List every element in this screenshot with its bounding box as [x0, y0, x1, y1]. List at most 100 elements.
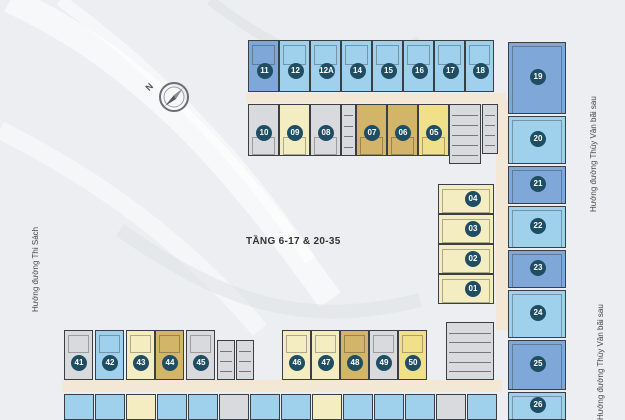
unit-number-badge: 45	[193, 355, 209, 371]
unit-room-outline	[283, 45, 306, 65]
unit-number-badge: 12A	[318, 63, 335, 79]
unit-01[interactable]: 01	[438, 274, 494, 304]
unit-42[interactable]: 42	[95, 330, 124, 380]
unit-12[interactable]: 12	[279, 40, 310, 92]
service-core-top	[341, 104, 356, 156]
unit-partial[interactable]	[64, 394, 94, 420]
unit-room-outline	[68, 335, 89, 353]
unit-room-outline	[407, 45, 430, 65]
unit-number-badge: 05	[426, 125, 442, 141]
stair-step	[449, 371, 491, 373]
unit-04[interactable]: 04	[438, 184, 494, 214]
unit-21[interactable]: 21	[508, 166, 566, 204]
street-label-thi-sach: Hướng đường Thi Sách	[31, 226, 40, 312]
service-core-bottom-a	[217, 340, 235, 380]
unit-partial[interactable]	[312, 394, 342, 420]
unit-partial[interactable]	[126, 394, 156, 420]
unit-26[interactable]: 26	[508, 392, 566, 420]
unit-17[interactable]: 17	[434, 40, 465, 92]
unit-09[interactable]: 09	[279, 104, 310, 156]
unit-08[interactable]: 08	[310, 104, 341, 156]
unit-number-badge: 25	[530, 356, 546, 372]
stair-step	[452, 125, 478, 126]
unit-10[interactable]: 10	[248, 104, 279, 156]
unit-43[interactable]: 43	[126, 330, 155, 380]
unit-03[interactable]: 03	[438, 214, 494, 244]
unit-46[interactable]: 46	[282, 330, 311, 380]
unit-number-badge: 22	[530, 218, 546, 234]
unit-14[interactable]: 14	[341, 40, 372, 92]
unit-50[interactable]: 50	[398, 330, 427, 380]
stair-step	[485, 135, 495, 136]
stair-step	[449, 361, 491, 363]
unit-number-badge: 11	[256, 63, 273, 79]
unit-room-outline	[373, 335, 394, 353]
unit-15[interactable]: 15	[372, 40, 403, 92]
stair-step	[452, 145, 478, 146]
stair-step	[485, 145, 495, 146]
unit-partial[interactable]	[467, 394, 497, 420]
unit-49[interactable]: 49	[369, 330, 398, 380]
unit-number-badge: 12	[287, 63, 304, 79]
unit-room-outline	[190, 335, 211, 353]
unit-number-badge: 49	[376, 355, 392, 371]
unit-partial[interactable]	[250, 394, 280, 420]
unit-partial[interactable]	[343, 394, 373, 420]
unit-partial[interactable]	[374, 394, 404, 420]
unit-07[interactable]: 07	[356, 104, 387, 156]
unit-partial[interactable]	[188, 394, 218, 420]
street-label-thuy-van-lower: Hướng đường Thùy Vân bãi sau	[596, 304, 605, 420]
unit-number-badge: 09	[287, 125, 303, 141]
unit-05[interactable]: 05	[418, 104, 449, 156]
unit-room-outline	[512, 46, 562, 113]
unit-number-badge: 47	[318, 355, 334, 371]
unit-number-badge: 26	[530, 397, 546, 413]
unit-room-outline	[512, 120, 562, 163]
unit-48[interactable]: 48	[340, 330, 369, 380]
unit-19[interactable]: 19	[508, 42, 566, 114]
unit-16[interactable]: 16	[403, 40, 434, 92]
unit-room-outline	[286, 335, 307, 353]
unit-partial[interactable]	[157, 394, 187, 420]
unit-11[interactable]: 11	[248, 40, 279, 92]
unit-room-outline	[402, 335, 423, 353]
unit-partial[interactable]	[281, 394, 311, 420]
unit-number-badge: 02	[465, 251, 481, 267]
corridor-bottom	[62, 380, 502, 392]
unit-number-badge: 44	[162, 355, 178, 371]
unit-number-badge: 08	[318, 125, 334, 141]
unit-number-badge: 07	[364, 125, 380, 141]
unit-room-outline	[469, 45, 490, 65]
unit-41[interactable]: 41	[64, 330, 93, 380]
unit-room-outline	[442, 189, 490, 213]
stair-step	[239, 371, 251, 372]
unit-number-badge: 19	[530, 69, 546, 85]
unit-44[interactable]: 44	[155, 330, 184, 380]
unit-06[interactable]: 06	[387, 104, 418, 156]
unit-room-outline	[442, 219, 490, 243]
unit-45[interactable]: 45	[186, 330, 215, 380]
unit-partial[interactable]	[219, 394, 249, 420]
stair-step	[452, 135, 478, 136]
unit-22[interactable]: 22	[508, 206, 566, 248]
unit-partial[interactable]	[436, 394, 466, 420]
unit-number-badge: 04	[465, 191, 481, 207]
stair-core-top	[482, 104, 498, 154]
unit-12A[interactable]: 12A	[310, 40, 341, 92]
unit-partial[interactable]	[405, 394, 435, 420]
unit-20[interactable]: 20	[508, 116, 566, 164]
unit-25[interactable]: 25	[508, 340, 566, 390]
unit-room-outline	[438, 45, 461, 65]
unit-partial[interactable]	[95, 394, 125, 420]
unit-02[interactable]: 02	[438, 244, 494, 274]
unit-room-outline	[512, 170, 562, 203]
unit-47[interactable]: 47	[311, 330, 340, 380]
unit-23[interactable]: 23	[508, 250, 566, 288]
unit-number-badge: 01	[465, 281, 481, 297]
stair-step	[485, 125, 495, 126]
unit-room-outline	[512, 254, 562, 287]
unit-24[interactable]: 24	[508, 290, 566, 338]
unit-number-badge: 48	[347, 355, 363, 371]
unit-room-outline	[130, 335, 151, 353]
unit-18[interactable]: 18	[465, 40, 494, 92]
